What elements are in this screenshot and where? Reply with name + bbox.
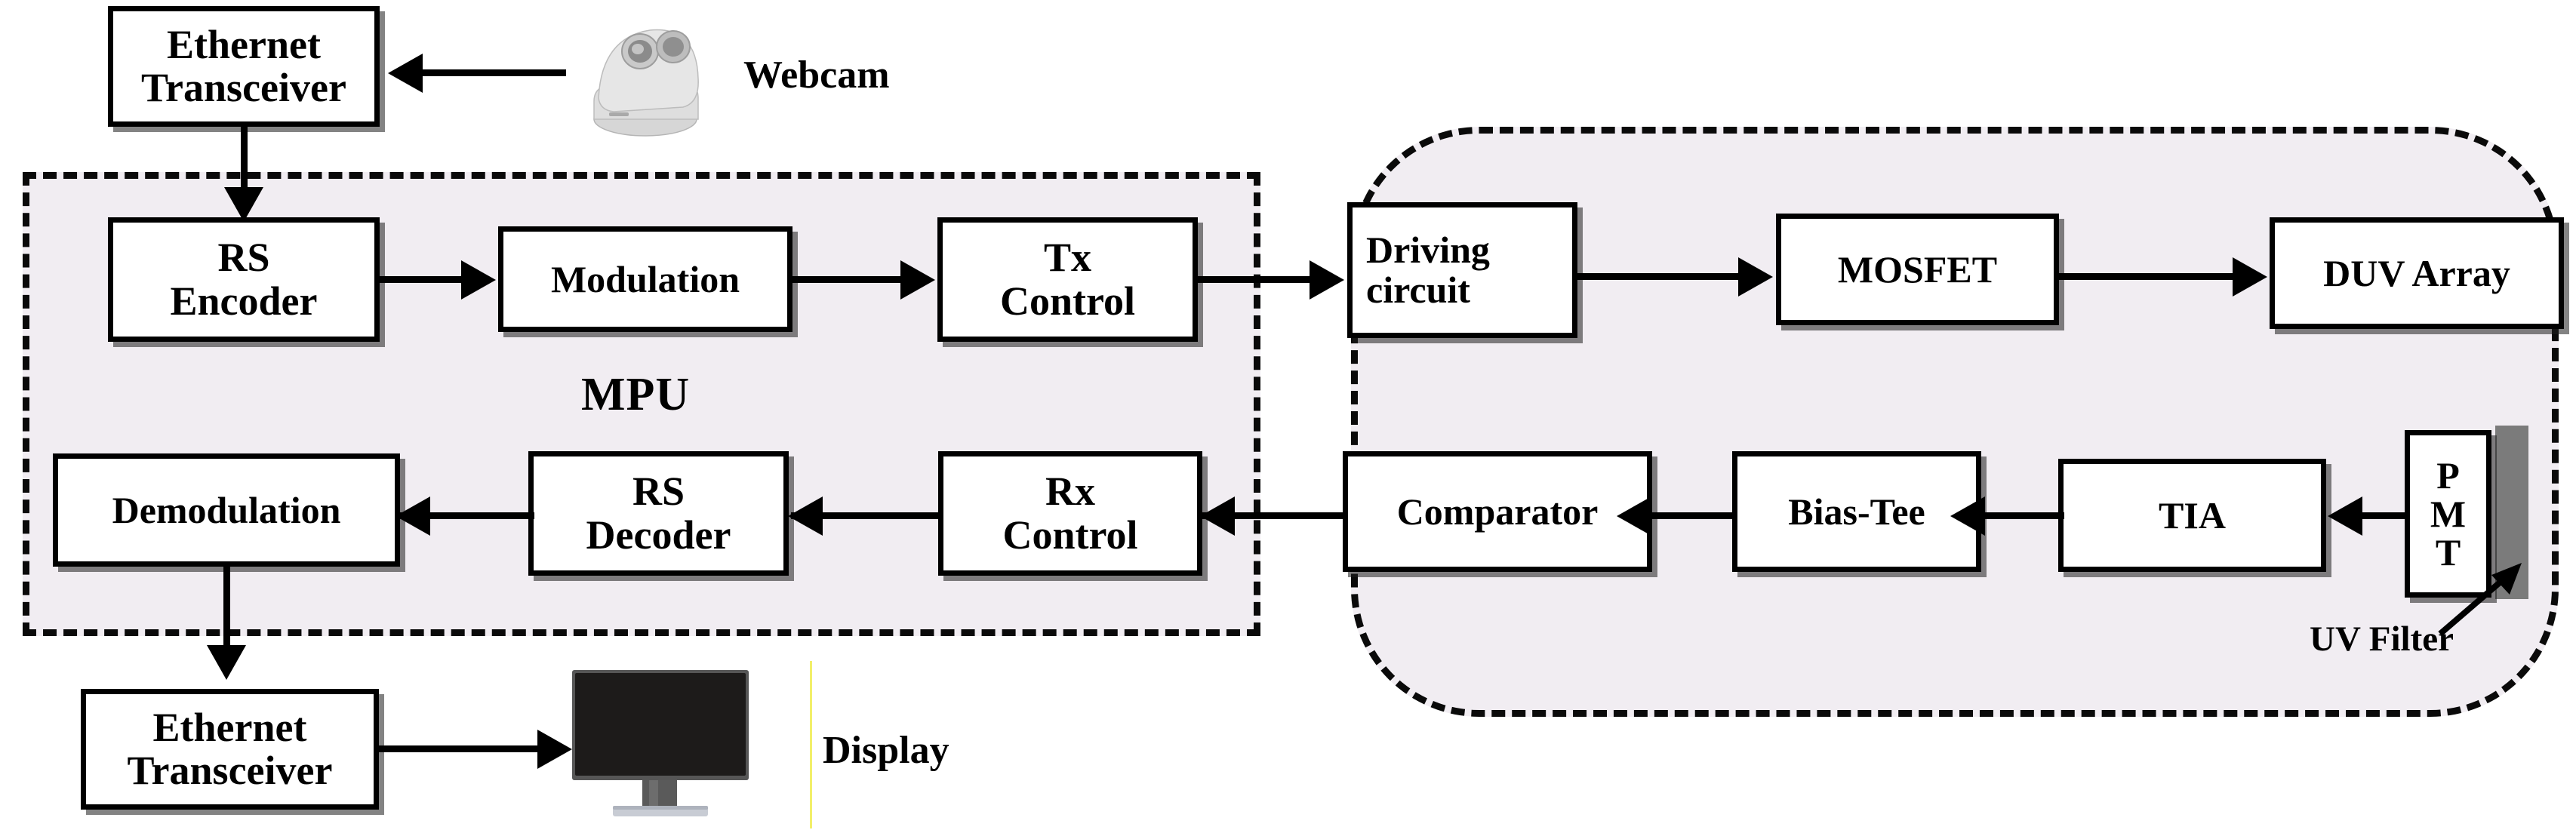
tx-control-line1: Tx — [1043, 235, 1091, 281]
modulation-label: Modulation — [550, 257, 740, 300]
pmt-line3: T — [2435, 530, 2461, 573]
arrowhead-tia-to-bias-tee — [1950, 496, 1985, 536]
block-rs-decoder[interactable]: RS Decoder — [528, 451, 789, 576]
connector-webcam-to-ethernet — [423, 69, 566, 76]
block-bias-tee[interactable]: Bias-Tee — [1732, 451, 1981, 572]
block-tx-control[interactable]: Tx Control — [937, 217, 1198, 342]
pmt-line1: P — [2436, 453, 2460, 496]
uv-filter-callout-arrow — [2438, 563, 2522, 637]
arrowhead-driving-circuit-to-mosfet — [1738, 257, 1773, 297]
arrowhead-ethernet-to-rs-encoder — [224, 187, 263, 222]
connector-rx-control-to-rs-decoder — [791, 512, 942, 519]
connector-demodulation-to-ethernet — [223, 567, 230, 653]
comparator-label: Comparator — [1396, 490, 1599, 533]
block-comparator[interactable]: Comparator — [1343, 451, 1652, 572]
webcam-icon — [593, 29, 699, 137]
display-label: Display — [823, 729, 949, 772]
arrowhead-rs-decoder-to-demodulation — [395, 496, 430, 536]
arrowhead-rx-control-to-rs-decoder — [788, 496, 823, 536]
tx-control-line2: Control — [999, 278, 1135, 324]
mosfet-label: MOSFET — [1837, 247, 1998, 290]
connector-bias-tee-to-comparator — [1651, 512, 1736, 519]
uv-filter-label: UV Filter — [2310, 619, 2454, 659]
connector-tx-control-to-driving-circuit — [1198, 276, 1311, 283]
arrowhead-mosfet-to-duv-array — [2233, 257, 2267, 297]
connector-ethernet-to-rs-encoder — [241, 127, 248, 202]
tia-label: TIA — [2159, 493, 2226, 536]
block-modulation[interactable]: Modulation — [498, 226, 792, 332]
connector-ethernet-to-display — [379, 745, 541, 752]
connector-comparator-to-rx-control — [1202, 512, 1347, 519]
pmt-line2: M — [2430, 492, 2467, 535]
connector-modulation-to-tx-control — [792, 276, 902, 283]
webcam-label: Webcam — [743, 54, 890, 97]
duv-array-label: DUV Array — [2323, 251, 2510, 294]
block-mosfet[interactable]: MOSFET — [1776, 214, 2059, 325]
block-demodulation[interactable]: Demodulation — [53, 453, 400, 567]
arrowhead-pmt-to-tia — [2328, 496, 2362, 536]
arrowhead-tx-control-to-driving-circuit — [1310, 260, 1344, 300]
rs-encoder-line2: Encoder — [170, 278, 318, 324]
ethernet-transceiver-top-line1: Ethernet — [167, 21, 321, 67]
block-rs-encoder[interactable]: RS Encoder — [108, 217, 380, 342]
arrowhead-bias-tee-to-comparator — [1617, 496, 1651, 536]
ethernet-transceiver-bottom-line2: Transceiver — [127, 748, 333, 793]
arrowhead-modulation-to-tx-control — [900, 260, 935, 300]
arrowhead-demodulation-to-ethernet — [207, 645, 246, 680]
mpu-panel-label: MPU — [581, 369, 691, 420]
connector-pmt-to-tia — [2362, 512, 2409, 519]
rs-decoder-line2: Decoder — [586, 512, 731, 558]
connector-rs-decoder-to-demodulation — [400, 512, 534, 519]
rx-control-line1: Rx — [1045, 469, 1095, 515]
arrowhead-rs-encoder-to-modulation — [461, 260, 496, 300]
block-rx-control[interactable]: Rx Control — [938, 451, 1202, 576]
rs-decoder-line1: RS — [632, 469, 685, 515]
ethernet-transceiver-top-line2: Transceiver — [141, 65, 346, 110]
block-ethernet-transceiver-top[interactable]: Ethernet Transceiver — [108, 6, 380, 127]
arrowhead-webcam-to-ethernet — [388, 54, 423, 93]
block-driving-circuit[interactable]: Driving circuit — [1347, 202, 1577, 338]
block-tia[interactable]: TIA — [2058, 459, 2326, 572]
bias-tee-label: Bias-Tee — [1788, 490, 1925, 533]
vertical-accent-line — [810, 661, 812, 828]
block-pmt[interactable]: P M T — [2405, 430, 2491, 598]
demodulation-label: Demodulation — [112, 488, 341, 531]
arrowhead-ethernet-to-display — [537, 730, 572, 769]
block-ethernet-transceiver-bottom[interactable]: Ethernet Transceiver — [81, 689, 379, 810]
driving-circuit-line2: circuit — [1366, 269, 1470, 311]
driving-circuit-line1: Driving — [1366, 229, 1490, 271]
block-duv-array[interactable]: DUV Array — [2270, 217, 2564, 329]
connector-driving-circuit-to-mosfet — [1577, 273, 1740, 280]
rs-encoder-line1: RS — [217, 235, 270, 281]
ethernet-transceiver-bottom-line1: Ethernet — [152, 704, 307, 750]
connector-tia-to-bias-tee — [1985, 512, 2064, 519]
connector-rs-encoder-to-modulation — [380, 276, 463, 283]
arrowhead-comparator-to-rx-control — [1200, 496, 1235, 536]
rx-control-line2: Control — [1002, 512, 1138, 558]
connector-mosfet-to-duv-array — [2059, 273, 2234, 280]
display-monitor-icon — [572, 670, 749, 816]
